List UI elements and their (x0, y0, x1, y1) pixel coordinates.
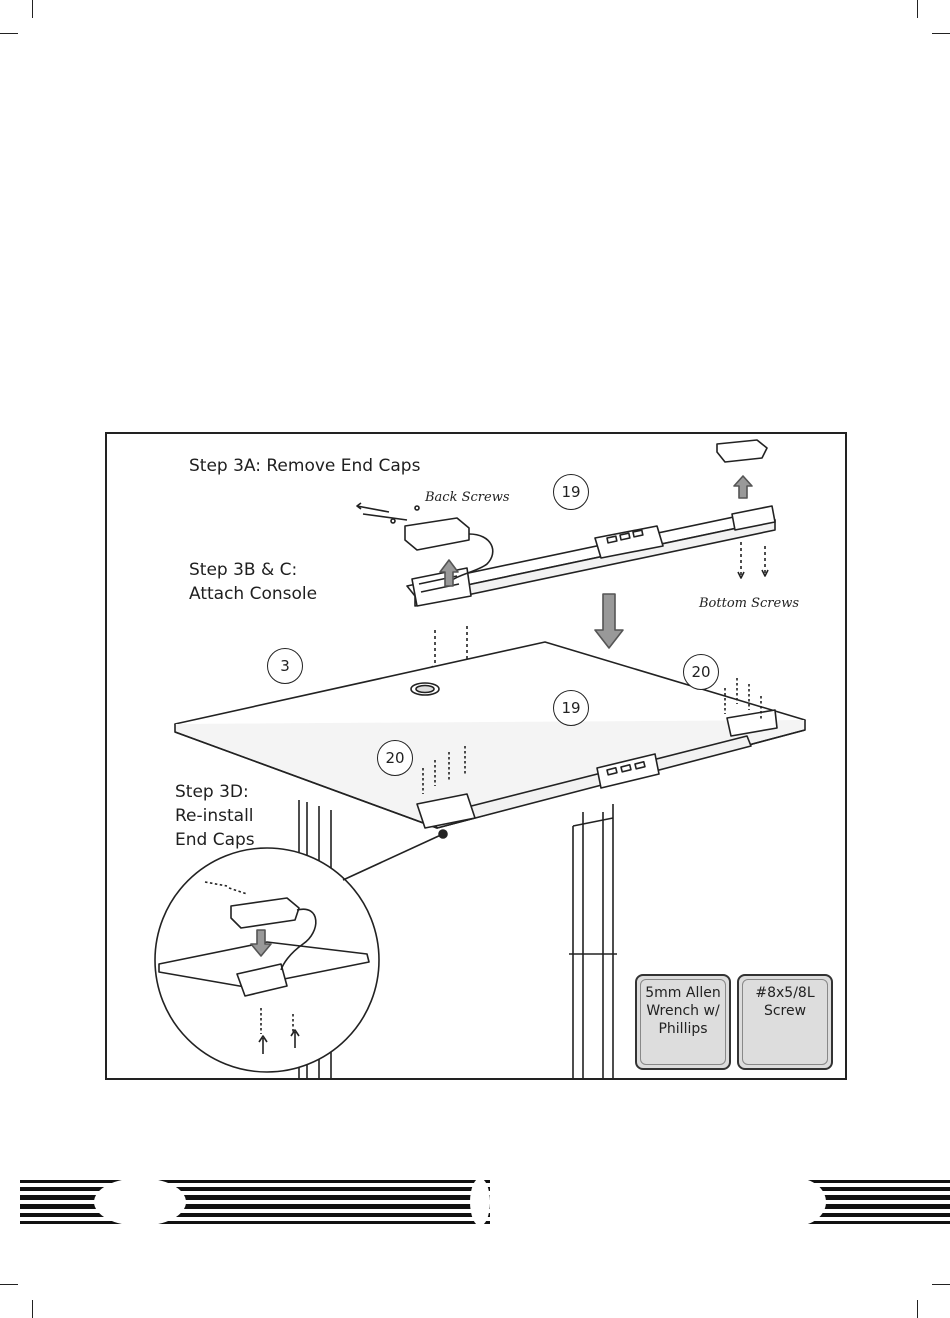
assembly-diagram: Step 3A: Remove End Caps Back Screws Ste… (105, 432, 847, 1080)
step-3a-label: Step 3A: Remove End Caps (189, 456, 420, 476)
crop-mark (932, 1284, 950, 1285)
allen-wrench-line2: Wrench w/ (637, 1002, 729, 1020)
crop-mark (917, 1300, 918, 1318)
crop-mark (0, 1284, 18, 1285)
crop-mark (0, 33, 18, 34)
callout-part-19-top: 19 (553, 474, 589, 510)
diagram-illustration (107, 434, 845, 1078)
screw-tool-box: #8x5/8L Screw (737, 974, 833, 1070)
allen-wrench-line3: Phillips (637, 1020, 729, 1038)
footer-stripes (0, 1178, 950, 1226)
callout-part-19-desk: 19 (553, 690, 589, 726)
end-cap-right (717, 440, 767, 462)
step-3bc-label-line2: Attach Console (189, 584, 317, 604)
screw-line2: Screw (739, 1002, 831, 1020)
crop-mark (932, 33, 950, 34)
callout-part-20-left: 20 (377, 740, 413, 776)
desk-leg-right (573, 804, 613, 1078)
step-3d-label-line1: Step 3D: (175, 782, 249, 802)
screw-line1: #8x5/8L (739, 984, 831, 1002)
callout-part-20-right: 20 (683, 654, 719, 690)
crop-mark (32, 1300, 33, 1318)
allen-wrench-line1: 5mm Allen (637, 984, 729, 1002)
crop-mark (917, 0, 918, 18)
crop-mark (32, 0, 33, 18)
step-3d-label-line2: Re-install (175, 806, 254, 826)
footer-stripe-band (0, 1178, 950, 1226)
step-3d-label-line3: End Caps (175, 830, 255, 850)
bottom-screws-label: Bottom Screws (699, 596, 799, 611)
back-screws-label: Back Screws (425, 490, 510, 505)
allen-wrench-tool-box: 5mm Allen Wrench w/ Phillips (635, 974, 731, 1070)
callout-part-3: 3 (267, 648, 303, 684)
step-3bc-label-line1: Step 3B & C: (189, 560, 297, 580)
end-cap-left (405, 518, 469, 550)
